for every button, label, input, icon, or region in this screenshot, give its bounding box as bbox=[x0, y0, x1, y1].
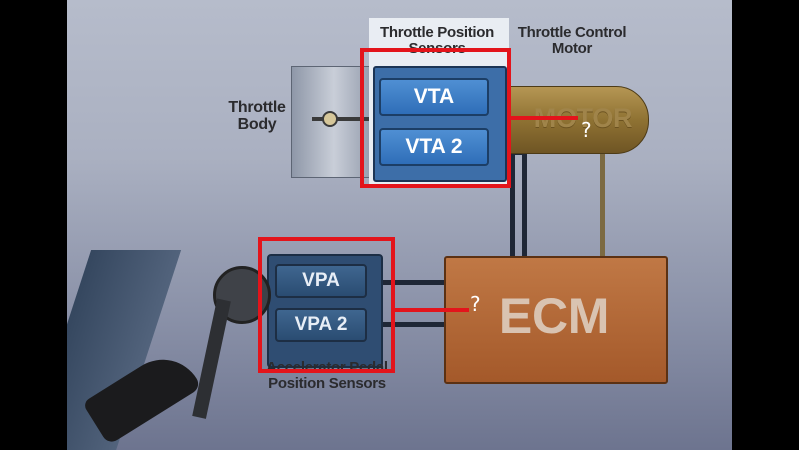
pedal-arm bbox=[192, 298, 231, 419]
throttle-body-label: Throttle Body bbox=[228, 99, 286, 133]
question-mark-bottom: ? bbox=[470, 292, 481, 316]
highlight-throttle-sensors bbox=[360, 48, 511, 188]
vpa2-sensor: VPA 2 bbox=[275, 308, 367, 342]
ecm-box bbox=[444, 256, 668, 384]
vpa-sensor: VPA bbox=[275, 264, 367, 298]
wire-vta2-to-ecm-vertical bbox=[522, 150, 527, 261]
throttle-control-motor bbox=[507, 86, 649, 154]
vta2-sensor: VTA 2 bbox=[379, 128, 489, 166]
vta-sensor: VTA bbox=[379, 78, 489, 116]
wire-vta-to-ecm-vertical bbox=[510, 96, 515, 261]
callout-line-top bbox=[508, 116, 578, 120]
ecm-label: ECM bbox=[498, 288, 610, 344]
throttle-valve bbox=[322, 111, 338, 127]
callout-line-bottom bbox=[393, 308, 469, 312]
wire-vpa-to-ecm bbox=[367, 280, 447, 285]
wire-vpa2-to-ecm bbox=[367, 322, 447, 327]
wire-motor-to-ecm bbox=[600, 150, 605, 260]
throttle-shaft bbox=[312, 117, 374, 121]
diagram-canvas: Throttle Body VTA VTA 2 Throttle Positio… bbox=[67, 0, 732, 450]
throttle-control-motor-label: Throttle Control Motor bbox=[517, 24, 627, 57]
question-mark-top: ? bbox=[581, 118, 592, 142]
highlight-pedal-sensors bbox=[258, 237, 395, 373]
